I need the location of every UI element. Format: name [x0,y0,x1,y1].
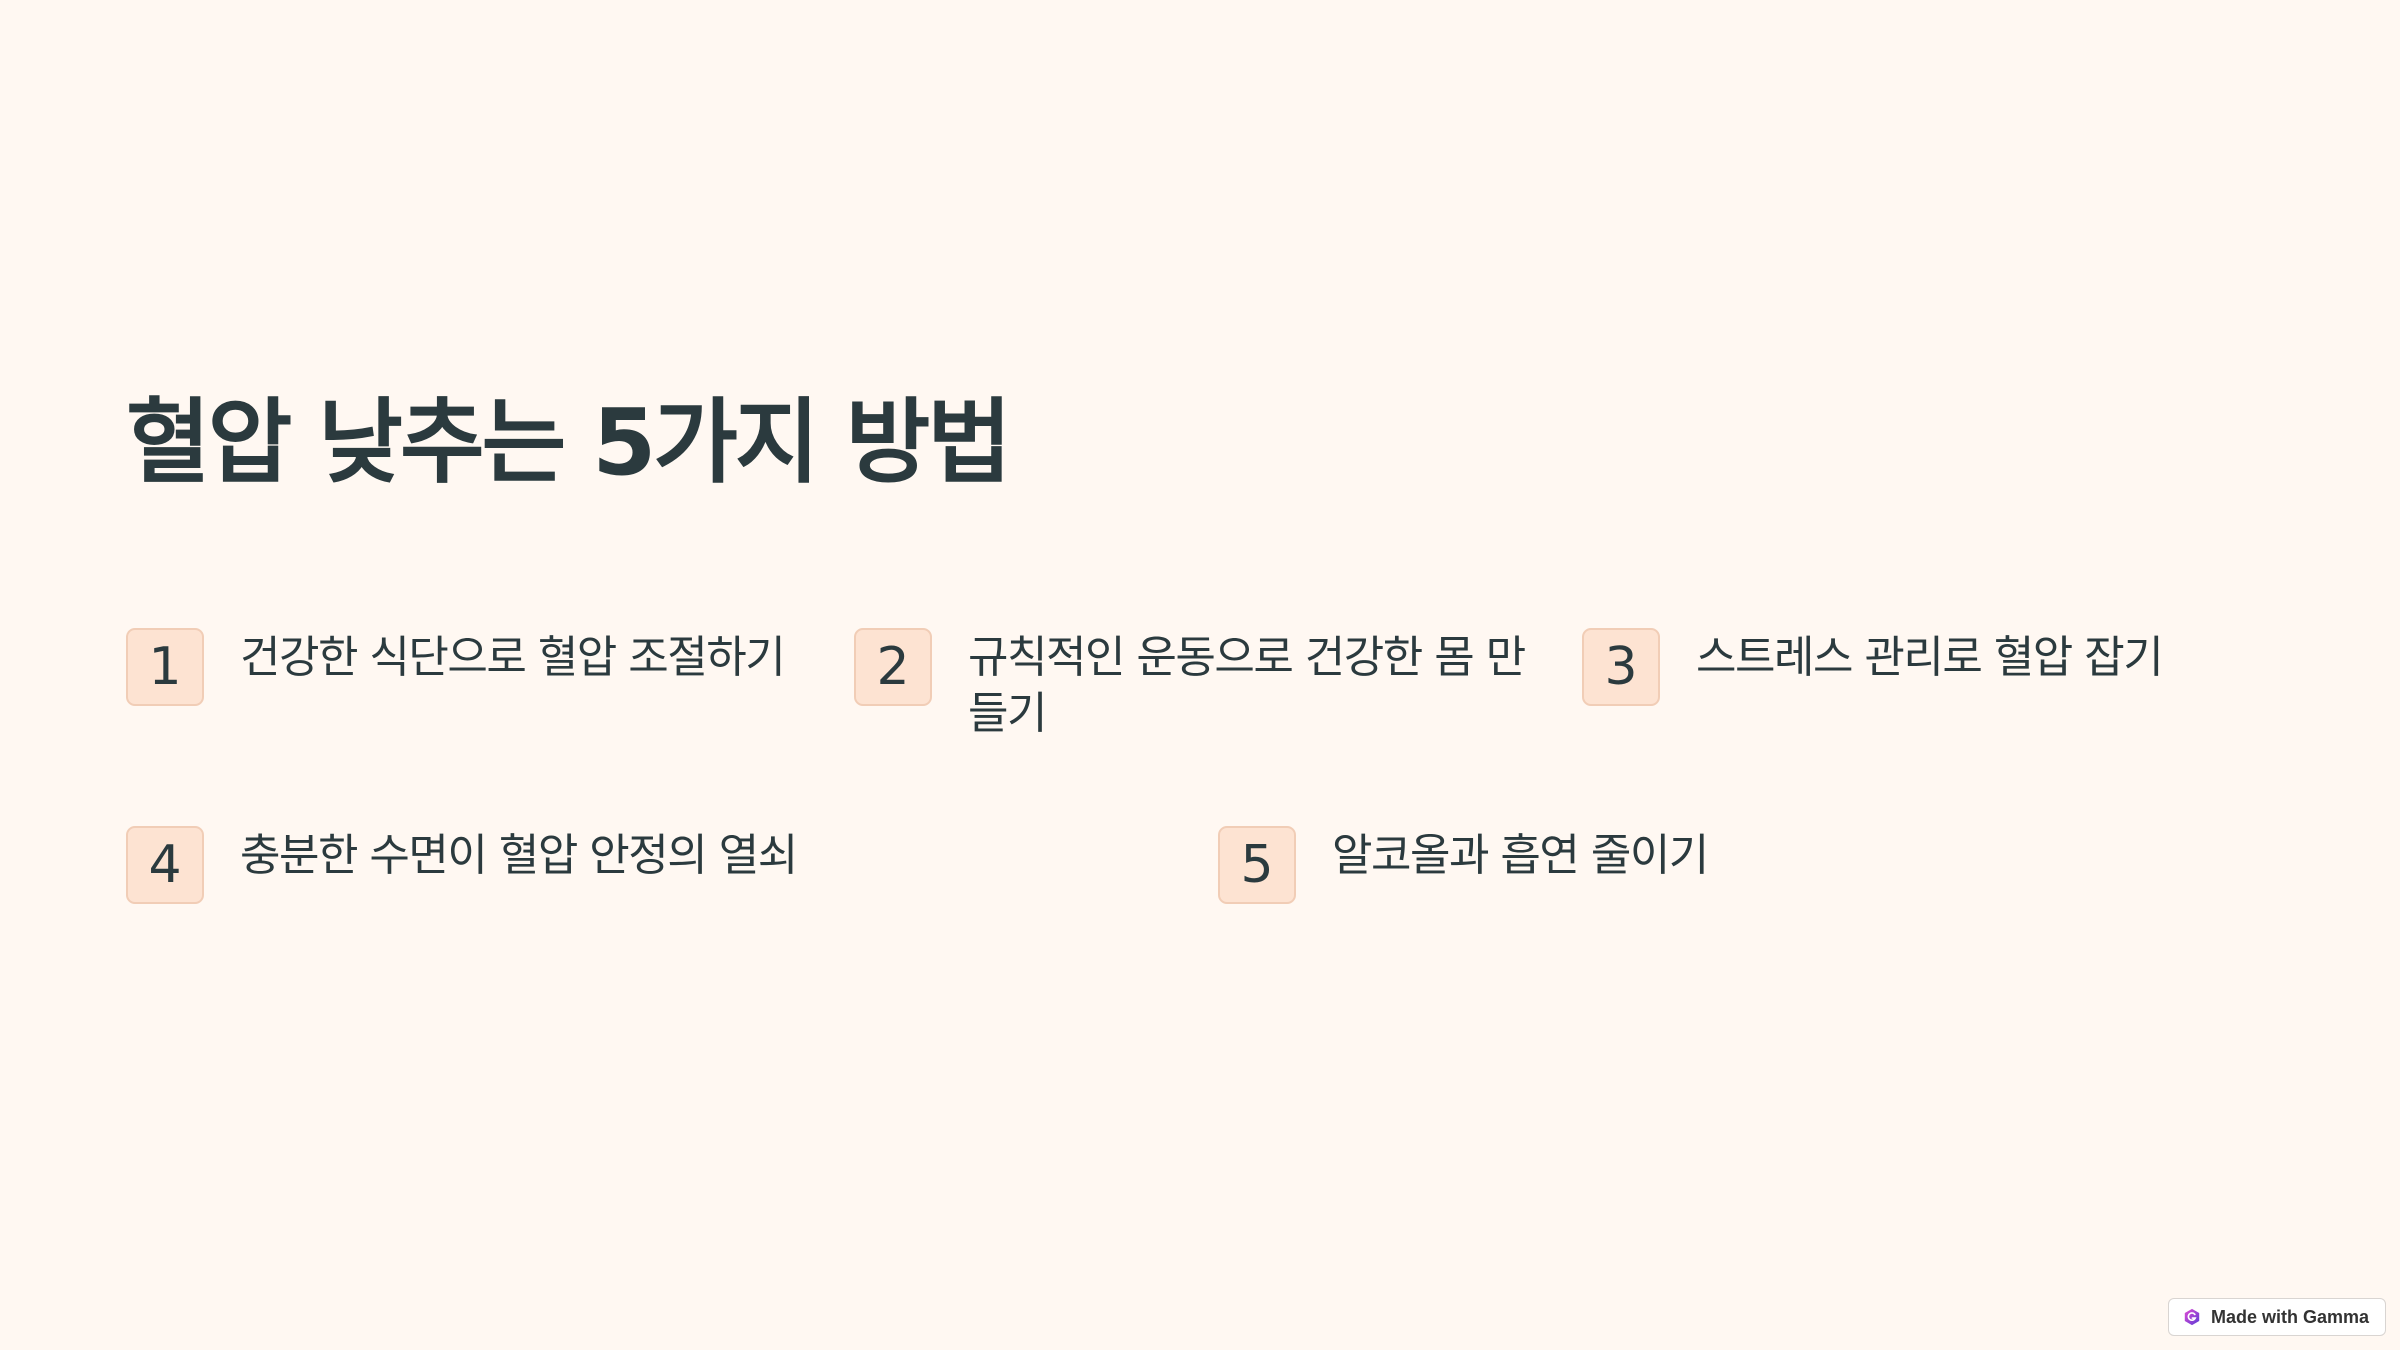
list-item: 4 충분한 수면이 혈압 안정의 열쇠 [126,826,860,904]
list-item-label: 알코올과 흡연 줄이기 [1332,830,1709,881]
list-item-label: 충분한 수면이 혈압 안정의 열쇠 [240,830,798,881]
list-item: 1 건강한 식단으로 혈압 조절하기 [126,628,810,706]
number-badge: 1 [126,628,204,706]
page-title: 혈압 낮추는 5가지 방법 [126,389,1012,496]
made-with-gamma-label: Made with Gamma [2210,1306,2369,1327]
gamma-logo-icon [2184,1308,2200,1326]
list-item: 2 규칙적인 운동으로 건강한 몸 만들기 [854,628,1538,742]
list-item: 3 스트레스 관리로 혈압 잡기 [1582,628,2256,706]
list-item: 5 알코올과 흡연 줄이기 [1218,826,1952,904]
number-badge: 2 [854,628,932,706]
made-with-gamma-button[interactable]: Made with Gamma [2167,1298,2386,1336]
number-badge: 4 [126,826,204,904]
number-badge: 5 [1218,826,1296,904]
list-item-label: 건강한 식단으로 혈압 조절하기 [240,632,786,683]
list-item-label: 규칙적인 운동으로 건강한 몸 만들기 [968,632,1526,739]
number-badge: 3 [1582,628,1660,706]
list-item-label: 스트레스 관리로 혈압 잡기 [1696,632,2164,683]
